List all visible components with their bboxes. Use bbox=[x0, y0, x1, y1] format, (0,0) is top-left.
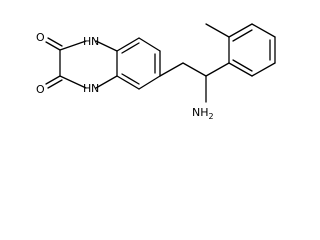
bond-ar6-ar1-inner bbox=[232, 59, 253, 72]
bond-c3-n4 bbox=[59, 75, 87, 89]
bond-c2-o-top-a bbox=[45, 41, 61, 51]
nitrogen-top-label: N bbox=[91, 35, 99, 48]
bond-ch-aryl bbox=[182, 62, 207, 77]
amino-nh-label: NH bbox=[192, 106, 209, 119]
bond-c3-o-bottom-b bbox=[47, 79, 63, 89]
amino-group-label: NH2 bbox=[192, 106, 214, 121]
amino-subscript-label: 2 bbox=[209, 112, 214, 121]
bond-methyl bbox=[205, 23, 230, 38]
bond-ar1b-ar2 bbox=[228, 62, 253, 77]
bond-c8a-c8 bbox=[116, 37, 140, 52]
oxygen-bottom-label: O bbox=[36, 83, 45, 96]
bond-ar1-ar2 bbox=[205, 62, 230, 77]
bond-n4-c4a bbox=[95, 75, 118, 89]
bond-c2-o-top-b bbox=[47, 37, 63, 47]
bond-ar6-ar1 bbox=[251, 62, 276, 77]
bond-n1-c8a bbox=[95, 40, 118, 52]
bond-c8a-c8-inner bbox=[121, 42, 140, 54]
bond-c6-c5 bbox=[138, 75, 161, 90]
bond-c8-c7 bbox=[138, 37, 161, 52]
bond-ar3-ar4-inner bbox=[232, 29, 253, 42]
nitrogen-top-h-label: H bbox=[83, 35, 91, 48]
nitrogen-bottom-label: N bbox=[91, 82, 99, 95]
carbonyl-groups bbox=[45, 37, 63, 89]
oxygen-top-label: O bbox=[36, 31, 45, 44]
pyrazine-dione-ring bbox=[59, 40, 118, 89]
bond-ar4-ar5 bbox=[251, 23, 276, 38]
bond-c5-c4a bbox=[116, 75, 140, 90]
aminomethyl-group bbox=[182, 62, 207, 103]
bond-c3-o-bottom-a bbox=[45, 75, 61, 85]
atom-labels: O O H N H N NH2 bbox=[36, 31, 214, 121]
bond-ar3-ar4 bbox=[228, 23, 253, 38]
benzo-ring bbox=[116, 37, 161, 90]
bond-c5-c4a-inner bbox=[121, 73, 140, 85]
nitrogen-bottom-h-label: H bbox=[83, 82, 91, 95]
tolyl-ring bbox=[205, 23, 276, 77]
bond-c2-n1 bbox=[59, 40, 87, 51]
bond-c6-ch bbox=[159, 62, 184, 77]
molecule-structure-diagram: O O H N H N NH2 bbox=[36, 23, 276, 121]
